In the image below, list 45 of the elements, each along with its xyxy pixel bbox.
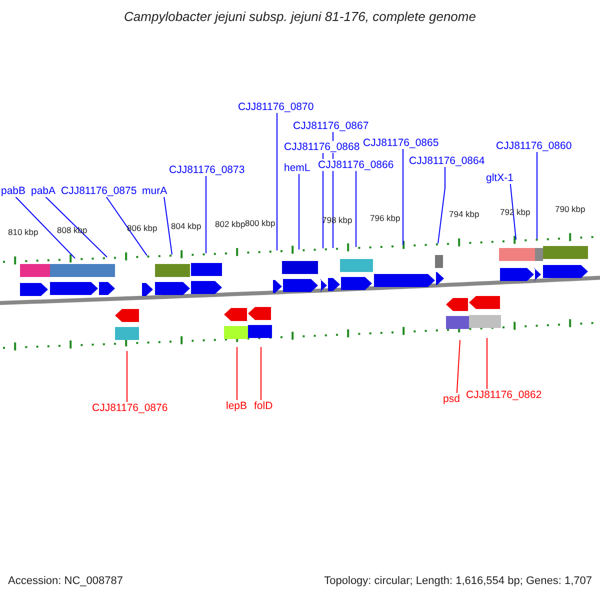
leader-line <box>456 340 460 394</box>
leader-line <box>15 196 76 259</box>
leader-line <box>322 152 324 249</box>
leader-line <box>402 148 404 246</box>
gene-label: psd <box>443 393 460 405</box>
leader-line <box>164 196 172 256</box>
footer-text: Topology: circular; Length: 1,616,554 bp; Genes: 1,707 <box>324 575 592 587</box>
gene-label: CJJ81176_0866 <box>318 159 394 171</box>
scale-label: 810 kbp <box>8 227 38 238</box>
leader-line <box>236 346 238 400</box>
footer-text: Accession: NC_008787 <box>8 575 123 587</box>
gene-label: CJJ81176_0862 <box>466 389 542 401</box>
scale-label: 794 kbp <box>449 209 480 220</box>
title: Campylobacter jejuni subsp. jejuni 81-176, complete genome <box>123 9 477 25</box>
gene-label: murA <box>142 185 168 197</box>
leader-line <box>260 346 262 400</box>
scale-label: 804 kbp <box>171 221 202 232</box>
gene-label: CJJ81176_0873 <box>169 164 245 176</box>
gene-label: gltX-1 <box>486 172 514 184</box>
gene-label: CJJ81176_0876 <box>92 402 168 414</box>
leader-line <box>486 338 488 390</box>
scale-label: 796 kbp <box>370 212 400 223</box>
leader-line <box>45 196 108 258</box>
scale-label: 800 kbp <box>245 218 276 228</box>
gene-label: folD <box>254 400 273 412</box>
scale-label: 790 kbp <box>555 204 586 214</box>
scale-label: 802 kbp <box>215 219 246 230</box>
leader-line <box>510 184 516 240</box>
leader-line <box>438 166 446 244</box>
gene-label: hemL <box>284 162 310 174</box>
gene-label: CJJ81176_0860 <box>496 140 572 152</box>
gene-label: CJJ81176_0865 <box>363 137 439 149</box>
gene-label: CJJ81176_0868 <box>284 141 360 153</box>
gene-label: pabA <box>31 185 56 197</box>
gene-label: CJJ81176_0864 <box>409 155 485 167</box>
gene-label: CJJ81176_0867 <box>293 120 369 132</box>
leader-line <box>536 152 538 240</box>
gene-label: pabB <box>1 185 26 197</box>
gene-label: CJJ81176_0875 <box>61 185 137 197</box>
leader-line <box>276 112 278 251</box>
leader-line <box>126 350 128 402</box>
leader-line <box>106 196 148 256</box>
leader-line <box>298 174 300 250</box>
gene-label: CJJ81176_0870 <box>238 101 314 113</box>
gene-label: lepB <box>226 400 248 412</box>
